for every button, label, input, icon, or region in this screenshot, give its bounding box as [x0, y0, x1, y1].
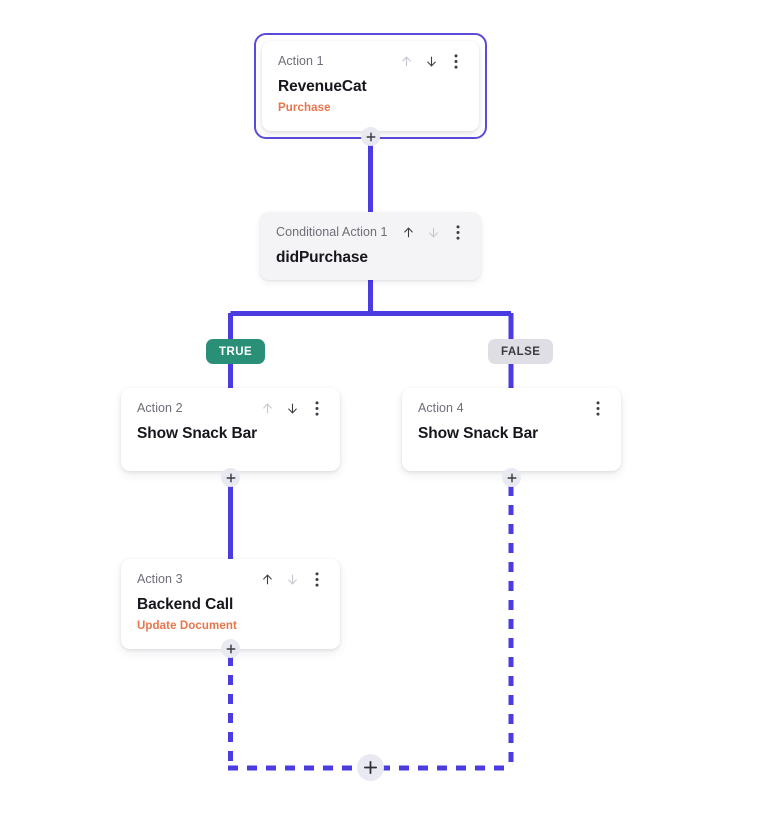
node-action-4[interactable]: Action 4 Show Snack Bar — [402, 388, 621, 471]
arrow-down-icon[interactable] — [424, 54, 438, 70]
add-after-action-4-button[interactable] — [502, 468, 521, 487]
card-action-3[interactable]: Action 3 — [121, 559, 340, 649]
add-after-action-1-button[interactable] — [361, 127, 380, 146]
card-action-2[interactable]: Action 2 — [121, 388, 340, 471]
add-after-action-2-button[interactable] — [221, 468, 240, 487]
card-header: Action 1 — [278, 54, 463, 69]
add-after-merge-button[interactable] — [357, 754, 384, 781]
arrow-up-icon[interactable] — [260, 401, 274, 417]
card-header: Conditional Action 1 — [276, 225, 465, 240]
more-vertical-icon[interactable] — [591, 401, 605, 417]
card-header: Action 4 — [418, 401, 605, 416]
card-header: Action 3 — [137, 572, 324, 587]
card-label: Conditional Action 1 — [276, 225, 388, 239]
card-label: Action 1 — [278, 54, 324, 68]
card-action-1[interactable]: Action 1 — [262, 41, 479, 131]
card-toolbar — [399, 54, 463, 70]
card-label: Action 2 — [137, 401, 183, 415]
card-subtitle: Update Document — [137, 620, 237, 632]
node-action-1[interactable]: Action 1 — [254, 33, 487, 139]
more-vertical-icon[interactable] — [451, 225, 465, 241]
card-title: Show Snack Bar — [418, 425, 539, 442]
more-vertical-icon[interactable] — [310, 401, 324, 417]
arrow-down-icon[interactable] — [285, 572, 299, 588]
card-title: Backend Call — [137, 596, 234, 613]
arrow-down-icon[interactable] — [285, 401, 299, 417]
card-title: RevenueCat — [278, 78, 367, 95]
arrow-up-icon[interactable] — [399, 54, 413, 70]
card-toolbar — [401, 225, 465, 241]
more-vertical-icon[interactable] — [310, 572, 324, 588]
card-label: Action 4 — [418, 401, 464, 415]
more-vertical-icon[interactable] — [449, 54, 463, 70]
arrow-up-icon[interactable] — [260, 572, 274, 588]
node-conditional-action-1[interactable]: Conditional Action 1 — [260, 212, 481, 280]
card-toolbar — [260, 572, 324, 588]
branch-badge-true[interactable]: TRUE — [206, 339, 266, 364]
card-title: didPurchase — [276, 249, 368, 266]
arrow-down-icon[interactable] — [426, 225, 440, 241]
add-after-action-3-button[interactable] — [221, 639, 240, 658]
node-action-3[interactable]: Action 3 — [121, 559, 340, 649]
card-conditional-action-1[interactable]: Conditional Action 1 — [260, 212, 481, 280]
card-toolbar — [591, 401, 605, 417]
arrow-up-icon[interactable] — [401, 225, 415, 241]
node-action-2[interactable]: Action 2 — [121, 388, 340, 471]
card-label: Action 3 — [137, 572, 183, 586]
card-header: Action 2 — [137, 401, 324, 416]
branch-badge-false[interactable]: FALSE — [488, 339, 554, 364]
card-title: Show Snack Bar — [137, 425, 258, 442]
card-toolbar — [260, 401, 324, 417]
card-action-4[interactable]: Action 4 Show Snack Bar — [402, 388, 621, 471]
card-subtitle: Purchase — [278, 102, 331, 114]
